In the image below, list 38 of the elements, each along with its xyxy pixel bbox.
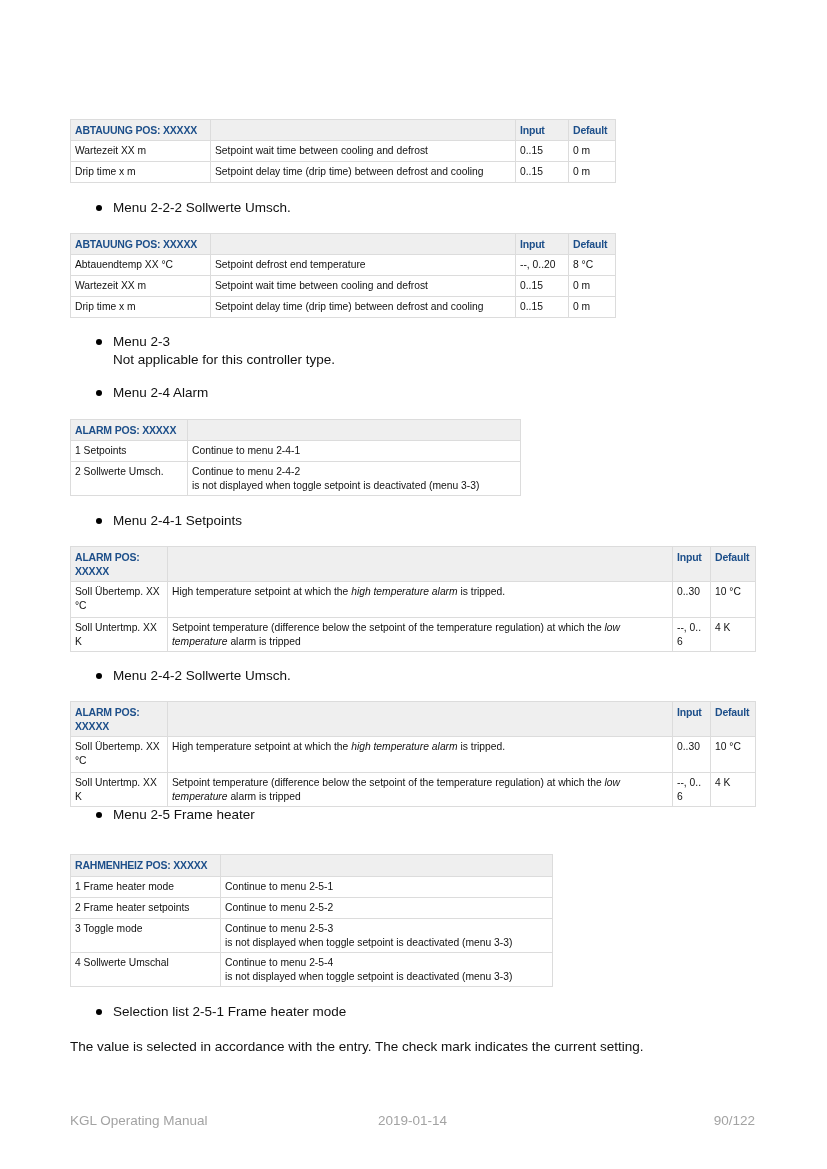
table-cell: Soll Untertmp. XX K	[70, 617, 168, 652]
table-cell: Soll Untertmp. XX K	[70, 772, 168, 807]
table-cell: 0 m	[568, 296, 616, 318]
table-cell: 0 m	[568, 161, 616, 183]
bullet-text: Menu 2-5 Frame heater	[113, 806, 255, 824]
table-header-cell: ALARM POS: XXXXX	[70, 419, 188, 441]
table-header-cell: ABTAUUNG POS: XXXXX	[70, 233, 211, 255]
note-text: Not applicable for this controller type.	[113, 351, 336, 369]
table-cell: Continue to menu 2-4-2 is not displayed when toggle setpoint is deactivated (menu 3-3)	[187, 461, 521, 496]
table-header-cell: ABTAUUNG POS: XXXXX	[70, 119, 211, 141]
table-header-cell: Input	[515, 119, 569, 141]
table-cell: Drip time x m	[70, 296, 211, 318]
table-cell: 4 Sollwerte Umschal	[70, 952, 221, 987]
bullet-text: Menu 2-4-1 Setpoints	[113, 512, 243, 530]
table-cell: 2 Sollwerte Umsch.	[70, 461, 188, 496]
table-header-cell: Default	[710, 546, 756, 582]
table-header-cell: Default	[568, 119, 616, 141]
bullet-text: Menu 2-2-2 Sollwerte Umsch.	[113, 199, 291, 217]
footer-title: KGL Operating Manual	[70, 1113, 208, 1128]
bullet-text: Selection list 2-5-1 Frame heater mode	[113, 1003, 347, 1021]
table-header-cell: ALARM POS: XXXXX	[70, 546, 168, 582]
table-header-cell: Input	[672, 546, 711, 582]
table-cell: 4 K	[710, 772, 756, 807]
table-cell: Drip time x m	[70, 161, 211, 183]
table-header-cell: Default	[710, 701, 756, 737]
table-header-cell: Input	[672, 701, 711, 737]
paragraph: The value is selected in accordance with the entry. The check mark indicates the current setting.	[70, 1038, 644, 1056]
table-header-cell: RAHMENHEIZ POS: XXXXX	[70, 854, 221, 877]
table-cell: 4 K	[710, 617, 756, 652]
table-header-cell: Default	[568, 233, 616, 255]
table-header-cell: ALARM POS: XXXXX	[70, 701, 168, 737]
page-number: 90/122	[713, 1113, 755, 1128]
bullet-text: Menu 2-3	[113, 333, 171, 351]
footer-date: 2019-01-14	[378, 1113, 448, 1128]
bullet-text: Menu 2-4-2 Sollwerte Umsch.	[113, 667, 291, 685]
bullet-text: Menu 2-4 Alarm	[113, 384, 209, 402]
table-cell: Continue to menu 2-5-4 is not displayed when toggle setpoint is deactivated (menu 3-3)	[220, 952, 553, 987]
table-header-cell: Input	[515, 233, 569, 255]
